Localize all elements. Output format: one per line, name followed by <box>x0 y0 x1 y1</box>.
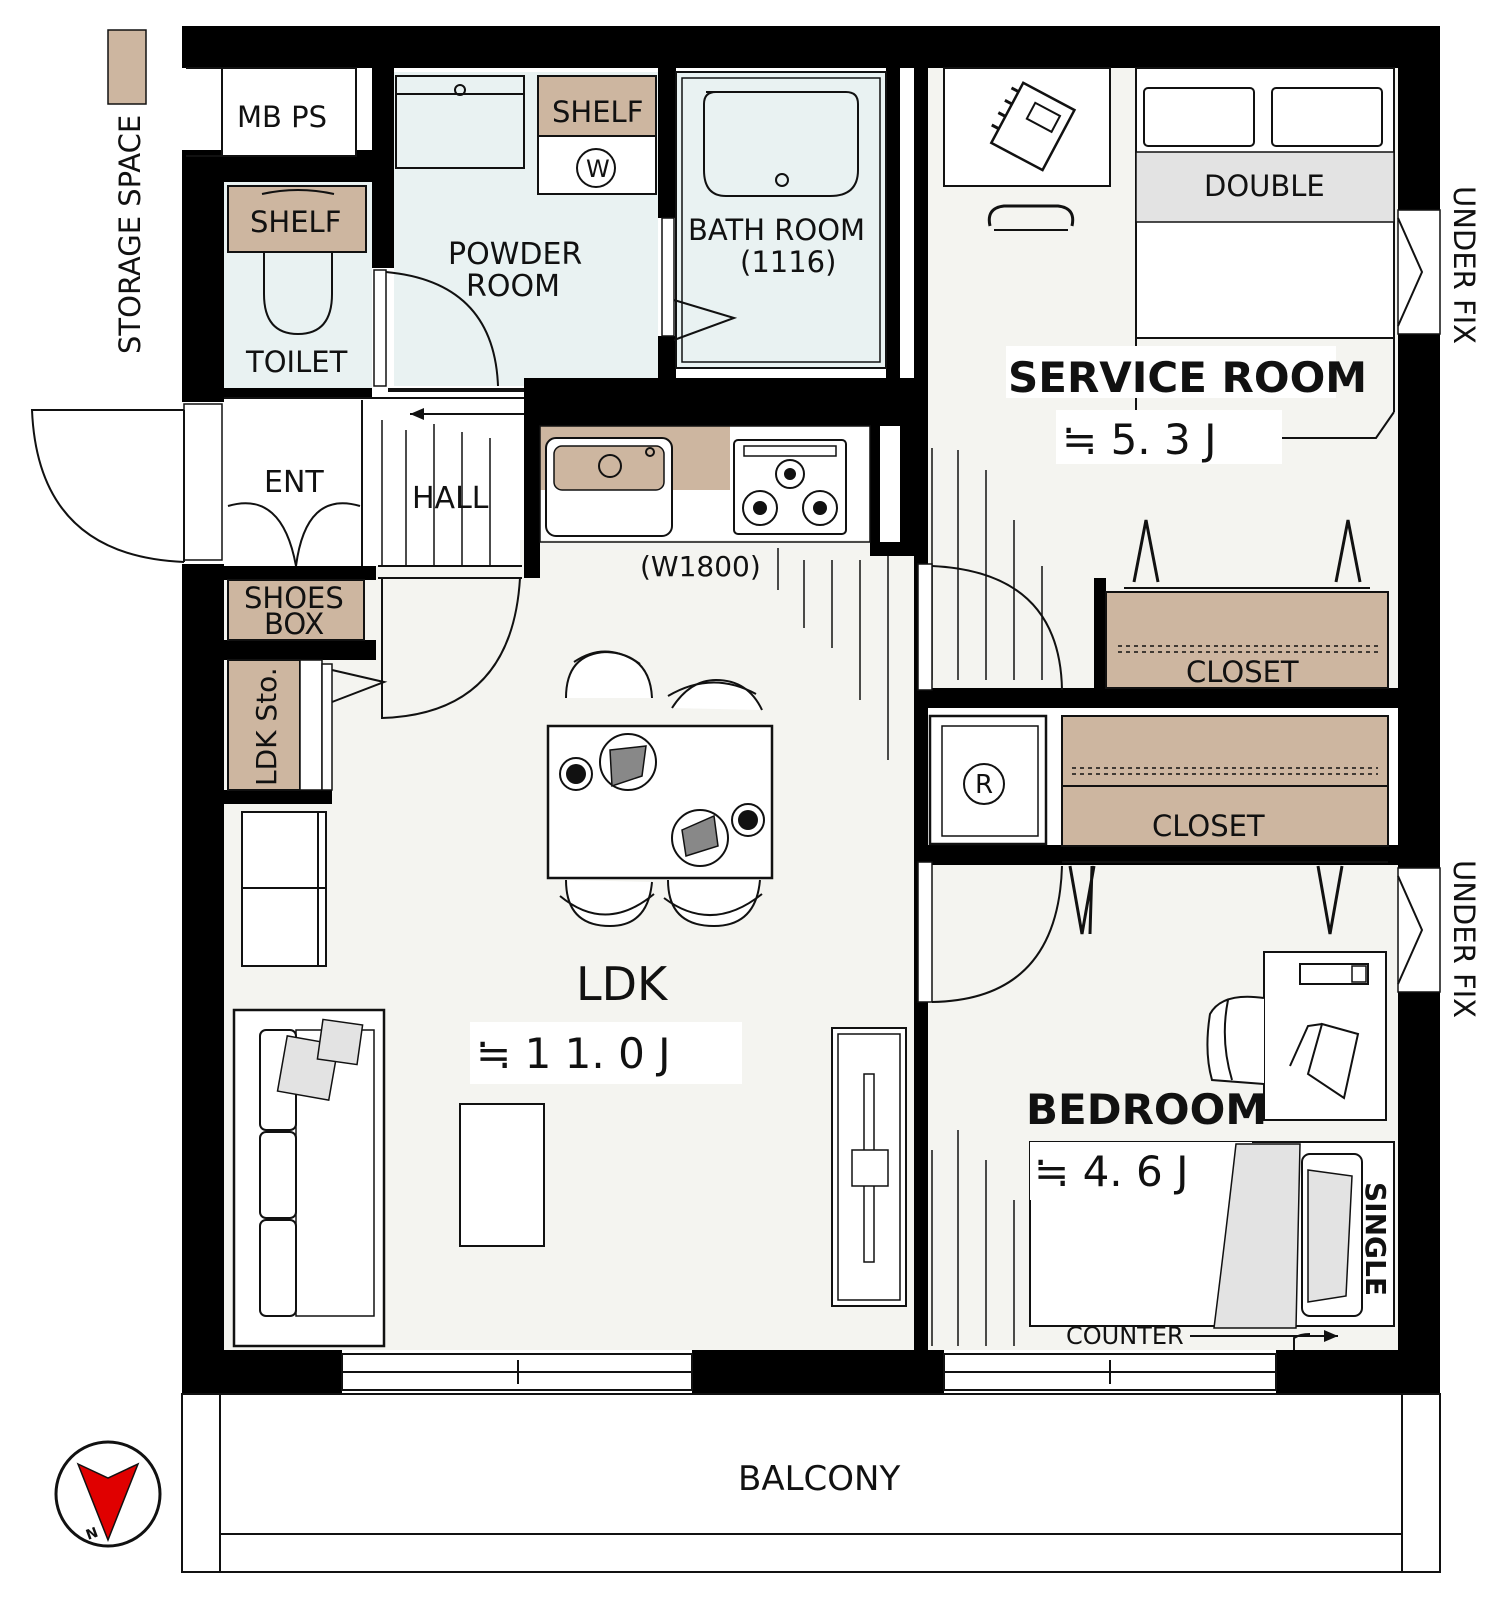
kitchen-width-label: (W1800) <box>640 550 761 583</box>
bath-size-label: (1116) <box>740 245 836 279</box>
north-label: N <box>84 1525 100 1544</box>
mb-ps-box <box>221 67 357 157</box>
dining-set <box>546 650 774 928</box>
window-fold-bottom <box>1397 875 1424 985</box>
powder-shelf-label: SHELF <box>552 95 643 129</box>
refrigerator-label: R <box>975 770 993 800</box>
washer-icon <box>576 148 616 188</box>
study-chair <box>987 204 1075 227</box>
ldk-storage <box>227 659 301 791</box>
bedroom-label: BEDROOM <box>1026 1085 1267 1134</box>
toilet-bowl <box>263 252 333 336</box>
under-fix-bottom-label: UNDER FIX <box>1447 860 1481 1018</box>
entrance-door-swing <box>30 409 185 563</box>
balcony <box>181 1393 1441 1573</box>
notebook-icon <box>989 81 1077 172</box>
north-compass-icon: N <box>54 1440 162 1548</box>
under-fix-top-label: UNDER FIX <box>1447 186 1481 344</box>
closet-top-label: CLOSET <box>1186 655 1299 689</box>
service-room-label: SERVICE ROOM <box>1008 353 1367 402</box>
bedroom-door-swing <box>931 865 1063 1003</box>
shoes-box-label-1: SHOES <box>244 581 344 615</box>
toilet-shelf <box>227 185 367 253</box>
window-fold-top <box>1397 217 1424 327</box>
book-icon <box>1289 1022 1360 1100</box>
powder-shelf <box>537 75 657 137</box>
ldk-storage-label: LDK Sto. <box>250 667 283 786</box>
mb-ps-label: MB PS <box>237 100 327 134</box>
closet-top <box>1105 591 1389 689</box>
service-room-area-label: ≒ 5. 3 J <box>1062 415 1216 464</box>
bath-room-floor <box>676 72 886 368</box>
washer-label: W <box>586 155 610 183</box>
hall-door-swing <box>381 577 521 720</box>
closet-bottom <box>1061 715 1389 847</box>
ent-label: ENT <box>264 465 324 500</box>
single-label: SINGLE <box>1359 1182 1392 1296</box>
shoes-box <box>227 579 365 641</box>
bathtub <box>703 91 859 197</box>
walls <box>182 26 1440 1394</box>
storage-space-swatch <box>107 29 147 105</box>
powder-room-label-1: POWDER <box>448 237 582 272</box>
toilet-shelf-label: SHELF <box>250 205 341 239</box>
toilet-label: TOILET <box>245 345 348 379</box>
coffee-table <box>459 1103 545 1247</box>
bath-room-label: BATH ROOM <box>688 213 865 247</box>
shoes-box-label-2: BOX <box>264 607 324 641</box>
bath-door-fold <box>673 299 738 341</box>
double-label: DOUBLE <box>1204 169 1325 203</box>
storage-space-label: STORAGE SPACE <box>113 115 147 354</box>
powder-room-label-2: ROOM <box>466 269 560 304</box>
ent-hall-floor <box>224 398 520 566</box>
ldk-area-label: ≒ 1 1. 0 J <box>476 1029 671 1078</box>
bedroom-chair <box>1206 995 1265 1085</box>
toilet-door-swing <box>385 271 499 387</box>
dining-table <box>546 724 774 880</box>
closet-bottom-label: CLOSET <box>1152 809 1265 843</box>
refrigerator-icon <box>963 763 1005 805</box>
balcony-label: BALCONY <box>738 1459 900 1499</box>
vanity <box>395 75 525 169</box>
hall-label: HALL <box>412 481 489 516</box>
ldk-label: LDK <box>576 957 669 1011</box>
service-room-door-swing <box>931 565 1063 691</box>
counter-label: COUNTER <box>1066 1322 1184 1350</box>
bedroom-area-overlay: ≒ 4. 6 J <box>1034 1147 1188 1196</box>
